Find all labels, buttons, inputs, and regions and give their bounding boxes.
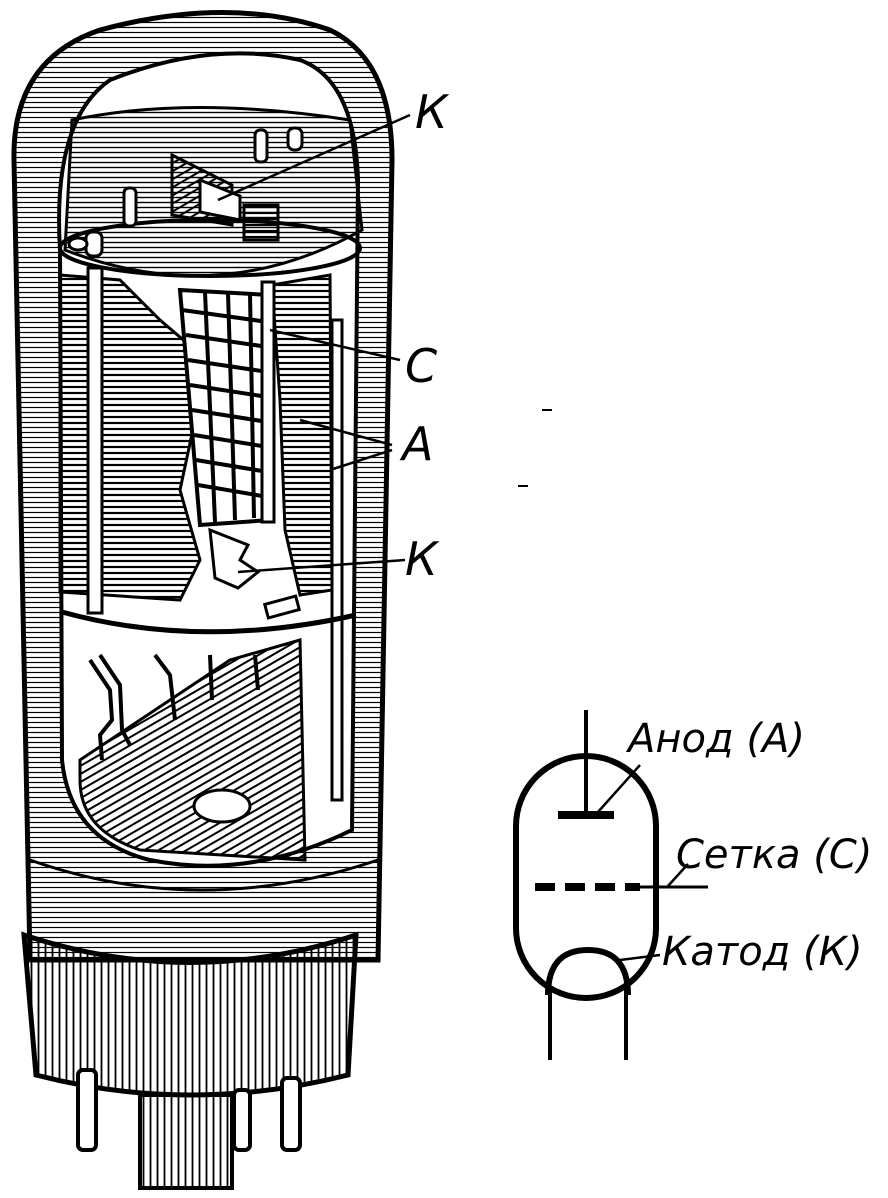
- schematic-cathode: [545, 946, 631, 996]
- tube-illustration: К С А К: [11, 10, 552, 1190]
- callout-lines: [217, 113, 411, 574]
- support-rods: [86, 266, 344, 802]
- triode-schematic-symbol: Анод (А) Сетка (С) Катод (К): [513, 710, 872, 1060]
- tube-pins: [76, 1068, 302, 1152]
- key-spigot: [138, 1093, 234, 1190]
- callout-grid: С: [405, 339, 437, 393]
- callout-cathode-bottom: К: [405, 532, 440, 586]
- lead-wires: [88, 653, 260, 761]
- schematic-grid-label: Сетка (С): [676, 832, 872, 878]
- callout-anode: А: [399, 417, 433, 471]
- callout-cathode-top: К: [415, 85, 450, 139]
- schematic-anode-label: Анод (А): [625, 716, 805, 762]
- cathode-bottom-tab: [208, 527, 261, 590]
- cathode-top-tab: [170, 152, 280, 242]
- schematic-leaders: [597, 764, 689, 962]
- anode-plate-right: [270, 273, 334, 597]
- grid-mesh: [177, 287, 272, 528]
- schematic-cathode-label: Катод (К): [662, 929, 863, 975]
- bottom-mica-disc: [61, 609, 357, 635]
- top-disc-pins: [67, 126, 304, 258]
